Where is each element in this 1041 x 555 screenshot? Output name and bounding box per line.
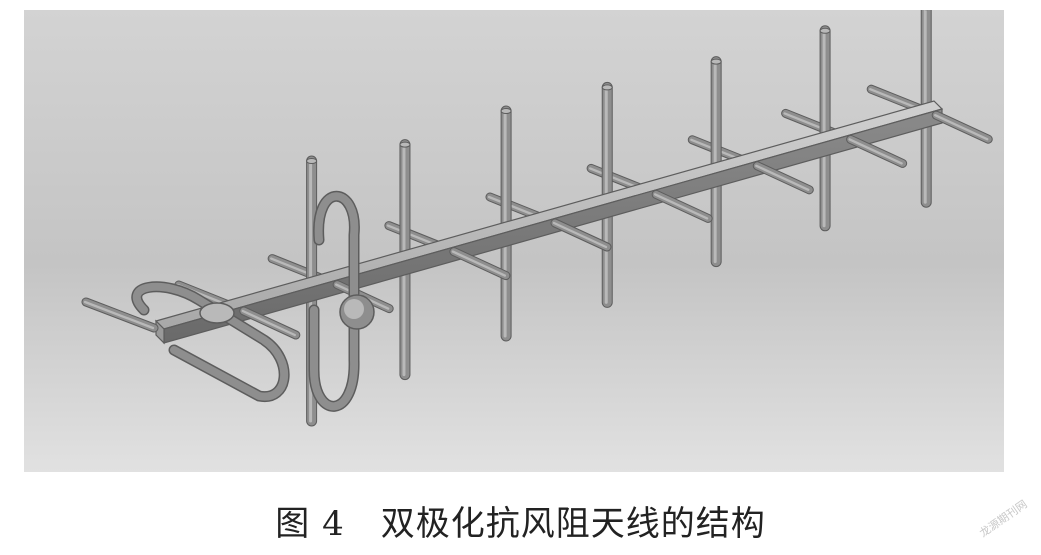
horizontal-element-front: [449, 247, 511, 281]
horizontal-element-front: [752, 161, 814, 195]
folded-dipole-vertical: [310, 192, 359, 411]
front-elements: [81, 110, 993, 412]
element-cap: [819, 27, 831, 34]
horizontal-element-front: [651, 189, 713, 223]
element-cap: [710, 58, 722, 65]
antenna-figure: [24, 10, 1004, 472]
vertical-element: [710, 56, 722, 268]
figure-caption: 图 4 双极化抗风阻天线的结构: [0, 496, 1041, 545]
caption-title: 双极化抗风阻天线的结构: [380, 504, 766, 544]
horizontal-element-front: [550, 218, 612, 252]
caption-number: 图 4: [275, 504, 345, 544]
feed-connector-horizontal: [199, 302, 235, 324]
vertical-element: [819, 25, 831, 232]
element-cap: [601, 84, 613, 91]
element-cap: [399, 141, 411, 148]
horizontal-element-front: [931, 110, 993, 144]
folded-dipole-horizontal: [132, 282, 289, 401]
feed-connector-highlight: [344, 299, 364, 319]
horizontal-element-front: [846, 134, 908, 168]
horizontal-element-front: [239, 306, 301, 340]
element-cap: [306, 158, 318, 164]
element-cap: [500, 108, 512, 114]
leading-rod: [81, 297, 159, 333]
antenna-rendering: [24, 10, 1004, 472]
